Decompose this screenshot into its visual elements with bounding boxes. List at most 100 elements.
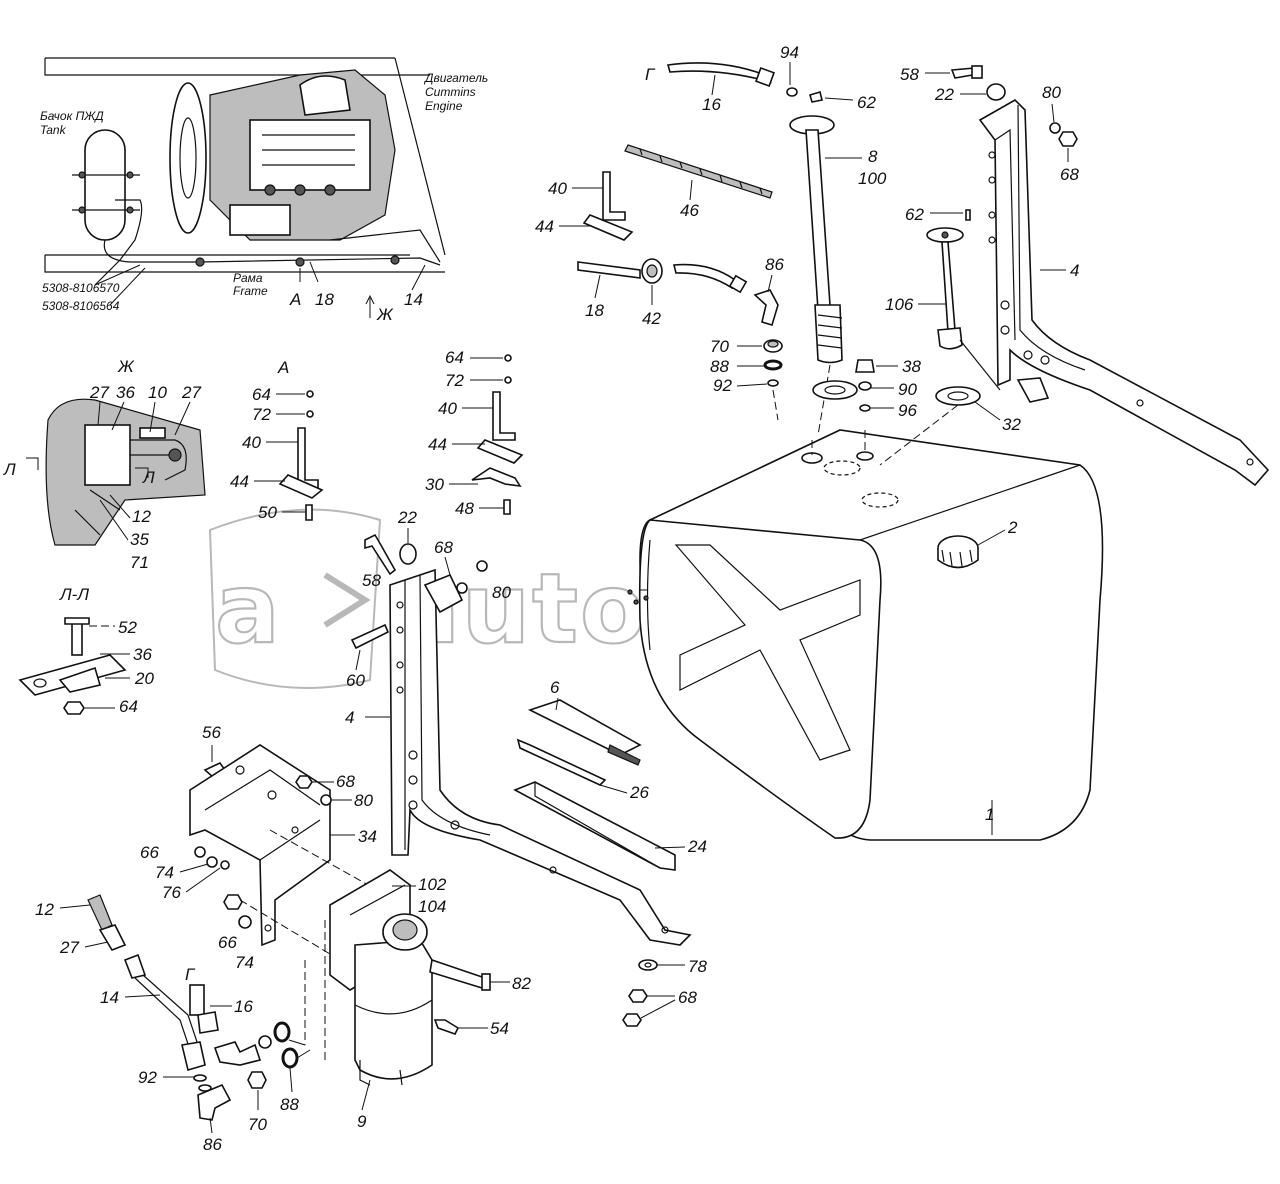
callout-16-low: 16 [234,997,253,1016]
callout-4-right: 4 [1070,261,1079,280]
callout-16-top: 16 [702,95,721,114]
inset-callout-18: 18 [315,290,334,309]
view-zh: Ж 27 36 10 27 Л Л 12 35 71 [3,357,206,572]
callout-44-top: 44 [535,217,554,236]
callout-9: 9 [357,1112,367,1131]
callout-88-low: 88 [280,1095,299,1114]
callout-44a: 44 [230,472,249,491]
callout-88-top: 88 [710,357,729,376]
callout-12: 12 [35,900,54,919]
engine-inset: Бачок ПЖД Tank Двигатель Cummins Engine … [40,57,488,324]
callout-78: 78 [688,957,707,976]
part-number-1: 5308-8106570 [42,281,120,295]
view-zh-num-35: 35 [130,530,149,549]
callout-68-bottom: 68 [678,988,697,1007]
top-center-parts: Г 16 94 62 8 100 46 40 44 18 [535,43,887,436]
callout-86-low: 86 [203,1135,222,1154]
section-mark-g-top: Г [645,65,656,84]
section-l-l: Л-Л 52 36 20 64 [18,585,154,716]
engine-label-en1: Cummins [425,85,476,99]
callout-58-mid: 58 [362,571,381,590]
lower-fuel-lines: 12 27 14 Г 16 70 92 86 [35,894,272,1154]
callout-18: 18 [585,301,604,320]
callout-62-top: 62 [857,93,876,112]
view-a: А 64 72 40 44 50 [230,358,324,522]
callout-80-mid: 80 [492,583,511,602]
callout-8: 8 [868,147,878,166]
callout-40-top: 40 [548,179,567,198]
callout-56: 56 [202,723,221,742]
top-right-parts: 58 22 80 68 4 62 106 38 [812,65,1270,487]
inset-tank [72,129,140,241]
callout-72a: 72 [252,405,271,424]
callout-66b: 66 [218,933,237,952]
callout-100: 100 [858,169,887,188]
inset-engine [209,69,396,241]
callout-90: 90 [898,380,917,399]
callout-82: 82 [512,974,531,993]
callout-96: 96 [898,401,917,420]
callout-22-mid: 22 [397,508,417,527]
tank-label-ru: Бачок ПЖД [40,109,104,123]
view-zh-num-27b: 27 [181,383,201,402]
callout-26: 26 [629,783,649,802]
section-mark-l-right: Л [142,468,155,487]
view-zh-num-71: 71 [130,553,149,572]
part-number-2: 5308-8106564 [42,299,120,313]
callout-32: 32 [1002,415,1021,434]
frame-label-ru: Рама [233,271,263,285]
callout-40b: 40 [438,399,457,418]
callout-92-top: 92 [713,376,732,395]
callout-36: 36 [133,645,152,664]
callout-2: 2 [1007,518,1018,537]
callout-52: 52 [118,618,137,637]
view-zh-num-36: 36 [116,383,135,402]
callout-76: 76 [162,883,181,902]
callout-66a: 66 [140,843,159,862]
callout-80-top: 80 [1042,83,1061,102]
section-mark-g-bottom: Г [185,965,196,984]
callout-34: 34 [358,827,377,846]
section-mark-l-left: Л [3,460,16,479]
callout-46: 46 [680,201,699,220]
view-zh-num-10: 10 [148,383,167,402]
view-zh-num-27a: 27 [89,383,109,402]
section-l-l-title: Л-Л [59,585,89,604]
watermark-logo-text: a [215,553,282,665]
callout-74a: 74 [155,863,174,882]
callout-70-top: 70 [710,337,729,356]
callout-94: 94 [780,43,799,62]
fuel-tank: 2 1 [627,404,1104,841]
callout-64b: 64 [445,348,464,367]
callout-68-top: 68 [1060,165,1079,184]
inset-callout-zh: Ж [376,305,394,324]
callout-1: 1 [985,805,994,824]
inset-flywheel [169,82,207,234]
callout-4-left: 4 [345,708,354,727]
callout-38: 38 [902,357,921,376]
frame-label-en: Frame [233,284,268,298]
callout-48: 48 [455,499,474,518]
bottom-right-parts: 78 68 [622,957,707,1027]
inset-callout-14: 14 [404,290,423,309]
callout-6: 6 [550,678,560,697]
callout-64c: 64 [119,697,138,716]
fuel-filter-assembly: 56 34 68 80 66 74 76 66 74 102 104 [140,723,531,1131]
callout-42: 42 [642,309,661,328]
bracket-group-mid: 64 72 40 44 30 48 [425,348,524,518]
engine-label-ru: Двигатель [423,71,488,85]
callout-64a: 64 [252,385,271,404]
callout-40a: 40 [242,433,261,452]
callout-44b: 44 [428,435,447,454]
callout-80-low: 80 [354,791,373,810]
callout-30: 30 [425,475,444,494]
callout-86-top: 86 [765,255,784,274]
callout-20: 20 [134,669,154,688]
engine-label-en2: Engine [425,99,463,113]
view-zh-title: Ж [117,357,135,376]
callout-27: 27 [59,938,79,957]
callout-70-low: 70 [248,1115,267,1134]
callout-68-mid: 68 [434,538,453,557]
tank-label-en: Tank [40,123,67,137]
